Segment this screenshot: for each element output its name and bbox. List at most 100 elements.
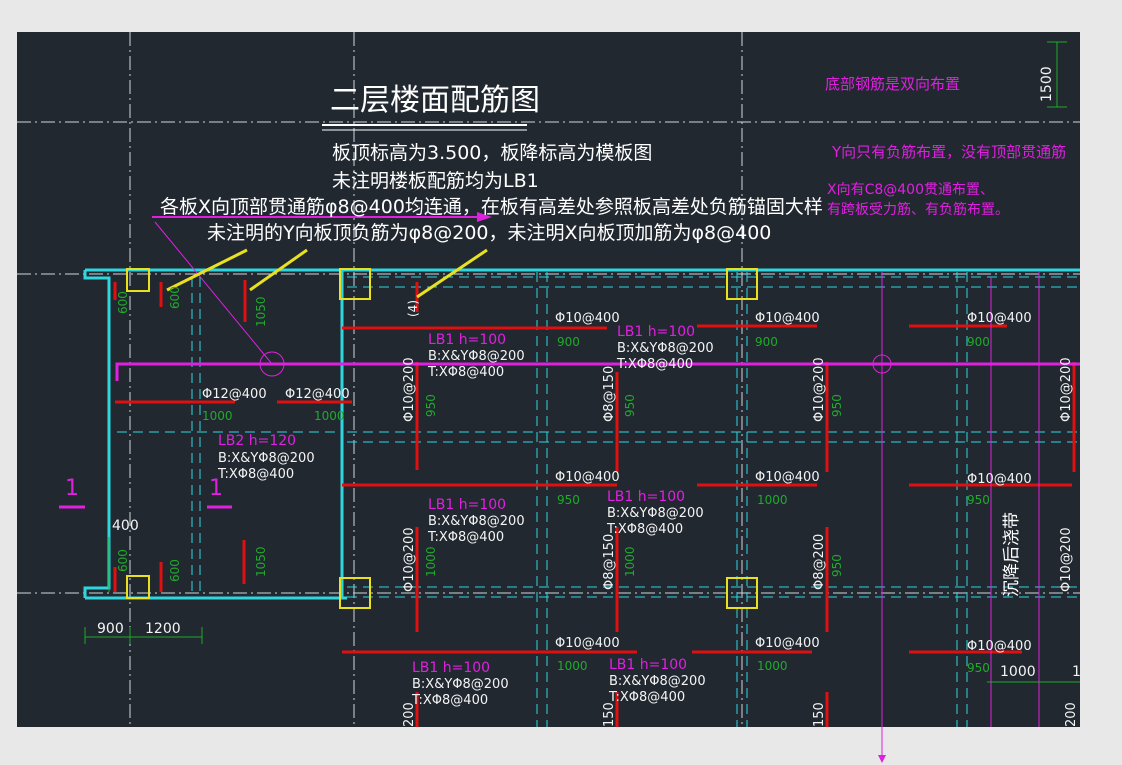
white-dims: 900 1200 400 1000 1 1500 bbox=[97, 66, 1080, 680]
svg-text:950: 950 bbox=[424, 394, 438, 417]
svg-text:Φ12@400: Φ12@400 bbox=[202, 387, 267, 402]
section-mark-left: 1 bbox=[65, 476, 79, 501]
cad-drawing-viewport[interactable]: 二层楼面配筋图 板顶标高为3.500，板降标高为模板图 未注明楼板配筋均为LB1… bbox=[17, 32, 1080, 727]
svg-text:1500: 1500 bbox=[1039, 66, 1055, 102]
slab-label-7: LB1 h=100 B:X&YΦ8@200 T:XΦ8@400 bbox=[608, 657, 706, 705]
svg-text:Φ8@150: Φ8@150 bbox=[602, 366, 617, 422]
svg-text:LB1 h=100: LB1 h=100 bbox=[412, 660, 490, 676]
svg-text:950: 950 bbox=[623, 394, 637, 417]
annotation-x-direction: X向有C8@400贯通布置、 bbox=[827, 182, 994, 198]
note-3: 各板X向顶部贯通筋φ8@400均连通，在板有高差处参照板高差处负筋锚固大样 bbox=[160, 196, 823, 218]
svg-text:1000: 1000 bbox=[1000, 664, 1036, 680]
svg-text:T:XΦ8@400: T:XΦ8@400 bbox=[616, 357, 693, 372]
annotation-y-direction: Y向只有负筋布置，没有顶部贯通筋 bbox=[831, 143, 1066, 161]
note-2: 未注明楼板配筋均为LB1 bbox=[332, 170, 539, 192]
columns bbox=[126, 268, 758, 609]
svg-text:1000: 1000 bbox=[623, 546, 637, 577]
svg-text:Φ10@200: Φ10@200 bbox=[812, 357, 827, 422]
note-4: 未注明的Y向板顶负筋为φ8@200，未注明X向板顶加筋为φ8@400 bbox=[207, 222, 771, 244]
svg-text:950: 950 bbox=[967, 661, 990, 675]
svg-text:Φ10@400: Φ10@400 bbox=[755, 311, 820, 326]
svg-text:Φ10@400: Φ10@400 bbox=[555, 470, 620, 485]
svg-text:150: 150 bbox=[602, 702, 617, 727]
svg-text:600: 600 bbox=[168, 559, 182, 582]
svg-text:Φ10@400: Φ10@400 bbox=[755, 470, 820, 485]
svg-text:900: 900 bbox=[97, 621, 124, 637]
svg-text:900: 900 bbox=[967, 335, 990, 349]
svg-text:T:XΦ8@400: T:XΦ8@400 bbox=[606, 522, 683, 537]
post-pour-band-label: 沉降后浇带 bbox=[1002, 512, 1022, 597]
svg-text:Φ10@400: Φ10@400 bbox=[755, 636, 820, 651]
svg-text:600: 600 bbox=[116, 291, 130, 314]
leader-arrows bbox=[166, 248, 488, 299]
svg-text:B:X&YΦ8@200: B:X&YΦ8@200 bbox=[607, 506, 704, 521]
svg-text:LB1 h=100: LB1 h=100 bbox=[617, 324, 695, 340]
svg-text:LB1 h=100: LB1 h=100 bbox=[607, 489, 685, 505]
svg-text:1000: 1000 bbox=[757, 493, 788, 507]
beam-lines bbox=[117, 272, 1080, 727]
arrow-head-icon bbox=[477, 212, 492, 222]
svg-text:150: 150 bbox=[812, 702, 827, 727]
slab-label-3: LB2 h=120 B:X&YΦ8@200 T:XΦ8@400 bbox=[217, 433, 315, 482]
slab-label-5: LB1 h=100 B:X&YΦ8@200 T:XΦ8@400 bbox=[606, 489, 704, 537]
svg-text:600: 600 bbox=[116, 549, 130, 572]
svg-text:B:X&YΦ8@200: B:X&YΦ8@200 bbox=[412, 677, 509, 692]
dimension-lines bbox=[84, 41, 1080, 683]
svg-text:Φ8@150: Φ8@150 bbox=[602, 534, 617, 590]
svg-text:950: 950 bbox=[830, 394, 844, 417]
svg-text:Φ10@400: Φ10@400 bbox=[967, 311, 1032, 326]
svg-text:1200: 1200 bbox=[145, 621, 181, 637]
slab-label-2: LB1 h=100 B:X&YΦ8@200 T:XΦ8@400 bbox=[616, 324, 714, 372]
svg-text:400: 400 bbox=[112, 518, 139, 534]
svg-text:1000: 1000 bbox=[424, 546, 438, 577]
svg-text:1000: 1000 bbox=[314, 409, 345, 423]
section-mark-right: 1 bbox=[209, 476, 223, 501]
annotation-bottom-rebar: 底部钢筋是双向布置 bbox=[825, 75, 960, 93]
svg-text:950: 950 bbox=[967, 493, 990, 507]
axis-lines bbox=[17, 32, 1080, 727]
svg-text:T:XΦ8@400: T:XΦ8@400 bbox=[427, 530, 504, 545]
svg-text:LB1 h=100: LB1 h=100 bbox=[609, 657, 687, 673]
svg-text:Φ10@200: Φ10@200 bbox=[1059, 527, 1074, 592]
svg-text:T:XΦ8@400: T:XΦ8@400 bbox=[217, 467, 294, 482]
svg-text:900: 900 bbox=[755, 335, 778, 349]
svg-text:T:XΦ8@400: T:XΦ8@400 bbox=[608, 690, 685, 705]
svg-text:1000: 1000 bbox=[557, 659, 588, 673]
rebar-labels-vertical: Φ10@200 Φ8@150 Φ10@200 Φ10@200 Φ10@200 Φ… bbox=[402, 357, 1079, 727]
arrow-down-icon bbox=[878, 727, 886, 763]
svg-text:950: 950 bbox=[830, 554, 844, 577]
section-lines bbox=[59, 216, 1080, 509]
drawing-title: 二层楼面配筋图 bbox=[330, 83, 540, 118]
rebar-labels: Φ10@400 Φ10@400 Φ10@400 Φ12@400 Φ12@400 … bbox=[202, 311, 1032, 654]
svg-text:1000: 1000 bbox=[202, 409, 233, 423]
svg-text:950: 950 bbox=[557, 493, 580, 507]
svg-text:T:XΦ8@400: T:XΦ8@400 bbox=[411, 693, 488, 708]
svg-text:B:X&YΦ8@200: B:X&YΦ8@200 bbox=[609, 674, 706, 689]
svg-text:Φ10@200: Φ10@200 bbox=[402, 527, 417, 592]
slab-label-6: LB1 h=100 B:X&YΦ8@200 T:XΦ8@400 bbox=[411, 660, 509, 708]
slab-label-1: LB1 h=100 B:X&YΦ8@200 T:XΦ8@400 bbox=[427, 332, 525, 380]
svg-text:LB1 h=100: LB1 h=100 bbox=[428, 332, 506, 348]
svg-text:Φ12@400: Φ12@400 bbox=[285, 387, 350, 402]
svg-text:Φ10@200: Φ10@200 bbox=[402, 357, 417, 422]
svg-text:B:X&YΦ8@200: B:X&YΦ8@200 bbox=[428, 349, 525, 364]
svg-text:Φ10@400: Φ10@400 bbox=[967, 472, 1032, 487]
svg-text:LB1 h=100: LB1 h=100 bbox=[428, 497, 506, 513]
svg-text:200: 200 bbox=[1064, 702, 1079, 727]
svg-text:Φ10@400: Φ10@400 bbox=[555, 636, 620, 651]
svg-text:Φ10@400: Φ10@400 bbox=[555, 311, 620, 326]
svg-text:1050: 1050 bbox=[254, 546, 268, 577]
svg-text:1000: 1000 bbox=[757, 659, 788, 673]
svg-text:Φ10@200: Φ10@200 bbox=[1059, 357, 1074, 422]
slab-outline bbox=[83, 268, 1080, 600]
circle-tag: (4) bbox=[406, 300, 420, 317]
reference-lines bbox=[154, 221, 1040, 727]
svg-text:B:X&YΦ8@200: B:X&YΦ8@200 bbox=[428, 514, 525, 529]
svg-text:B:X&YΦ8@200: B:X&YΦ8@200 bbox=[617, 341, 714, 356]
svg-text:B:X&YΦ8@200: B:X&YΦ8@200 bbox=[218, 451, 315, 466]
slab-label-4: LB1 h=100 B:X&YΦ8@200 T:XΦ8@400 bbox=[427, 497, 525, 545]
svg-text:600: 600 bbox=[168, 286, 182, 309]
svg-text:LB2 h=120: LB2 h=120 bbox=[218, 433, 296, 449]
annotation-span-rebar: 有跨板受力筋、有负筋布置。 bbox=[827, 201, 1009, 218]
svg-text:200: 200 bbox=[402, 702, 417, 727]
